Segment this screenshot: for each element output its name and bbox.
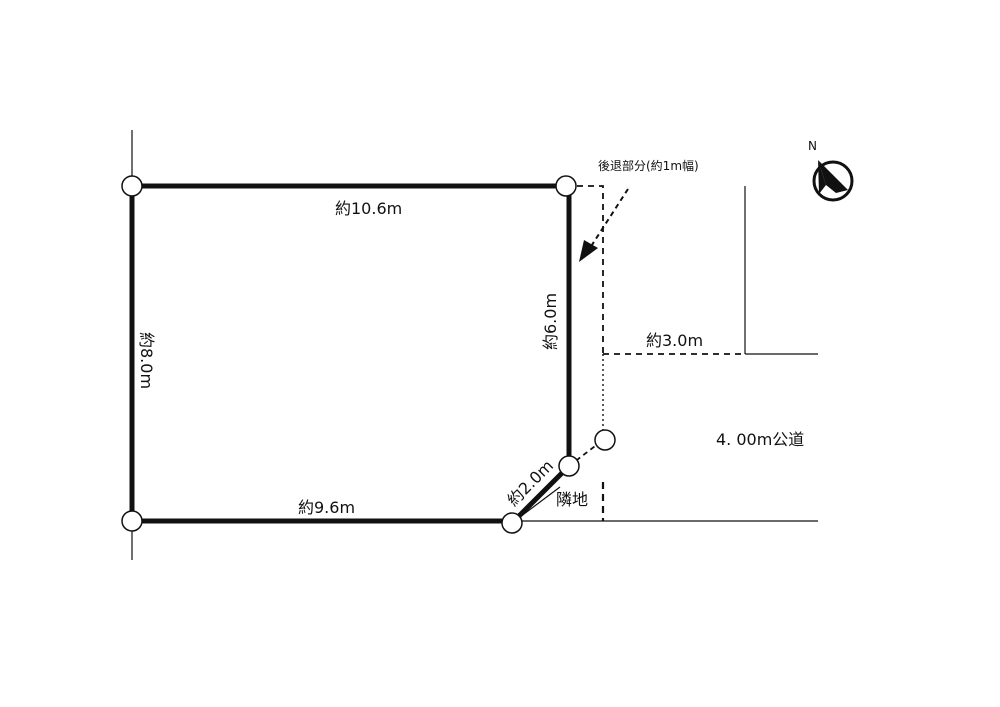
corner-markers (121, 175, 616, 534)
corner-marker-bottom-left (121, 510, 143, 532)
corner-marker-right-lower (558, 455, 580, 477)
plot-boundary (129, 183, 572, 525)
left-edge-label: 約8.0m (137, 332, 156, 389)
corner-marker-bottom-right (501, 512, 523, 534)
setback-arrow-icon (579, 188, 629, 262)
corner-edge-line (510, 464, 571, 525)
setback-dashed-line (566, 185, 604, 354)
right-edge-label: 約6.0m (541, 293, 560, 350)
bottom-edge-label: 約9.6m (298, 498, 355, 517)
road-width-label: 約3.0m (646, 331, 703, 350)
road-label: 4. 00m公道 (716, 430, 804, 449)
north-label: N (808, 139, 817, 153)
setback-diagonal-dashed (568, 439, 604, 467)
setback-note: 後退部分(約1m幅) (598, 158, 699, 173)
corner-marker-top-left (121, 175, 143, 197)
top-edge-label: 約10.6m (335, 199, 402, 218)
setback-lines (566, 185, 605, 521)
corner-marker-setback (594, 429, 616, 451)
neighbor-label: 隣地 (556, 490, 588, 509)
road-lines (512, 186, 818, 522)
corner-marker-top-right (555, 175, 577, 197)
north-arrow-icon (812, 160, 854, 202)
